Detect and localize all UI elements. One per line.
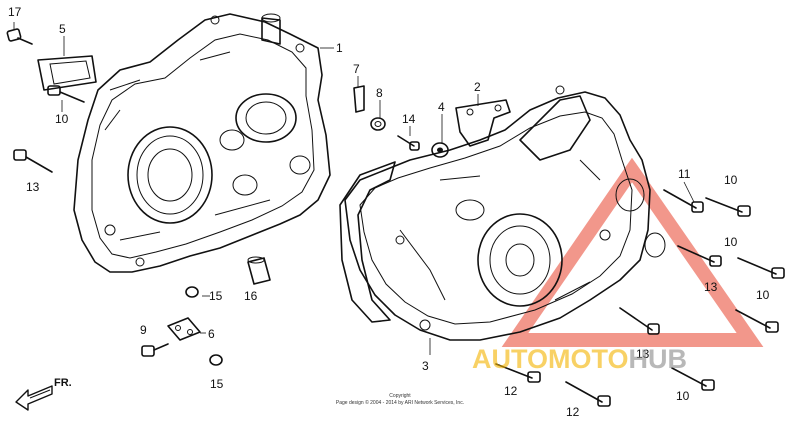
callout-10: 10 xyxy=(756,288,770,302)
callout-12: 12 xyxy=(566,405,580,419)
copyright-notice: Copyright Page design © 2004 - 2014 by A… xyxy=(336,393,464,406)
bolt-13-left xyxy=(13,149,53,173)
callout-14: 14 xyxy=(402,112,416,126)
watermark-hub: HUB xyxy=(629,344,688,374)
callout-16: 16 xyxy=(244,289,258,303)
callout-4: 4 xyxy=(438,100,445,114)
bolt-11 xyxy=(663,189,704,213)
bolt-10-right-1 xyxy=(705,197,751,217)
callout-12: 12 xyxy=(504,384,518,398)
callout-15: 15 xyxy=(210,377,224,391)
plate-6 xyxy=(167,317,201,341)
bolt-12-right xyxy=(565,381,611,407)
watermark-auto: AUTO xyxy=(472,344,548,374)
callout-13: 13 xyxy=(636,347,650,361)
callout-7: 7 xyxy=(353,62,360,76)
callout-15: 15 xyxy=(209,289,223,303)
copyright-line-2: Page design © 2004 - 2014 by ARI Network… xyxy=(336,399,464,406)
watermark-logo-text: AUTOMOTOHUB xyxy=(472,344,687,374)
svg-text:AUTOMOTOHUB: AUTOMOTOHUB xyxy=(472,344,687,374)
washer-8 xyxy=(370,117,386,131)
callout-1: 1 xyxy=(336,41,343,55)
callout-3: 3 xyxy=(422,359,429,373)
bolt-10-left xyxy=(47,85,85,103)
copyright-line-1: Copyright xyxy=(389,393,411,399)
bolt-13-right-1 xyxy=(677,245,722,267)
callout-8: 8 xyxy=(376,86,383,100)
o-ring-15-bottom xyxy=(209,354,223,366)
callout-10: 10 xyxy=(55,112,69,126)
bolt-14 xyxy=(397,135,420,151)
dowel-16 xyxy=(247,256,271,285)
bolt-12-left xyxy=(495,363,541,383)
callout-17: 17 xyxy=(8,5,22,19)
o-ring-15-top xyxy=(185,286,199,298)
bolt-10-bottom xyxy=(671,367,715,391)
callout-13: 13 xyxy=(704,280,718,294)
bolt-17 xyxy=(6,28,33,45)
bolt-13-right-2 xyxy=(619,307,660,335)
left-crankcase xyxy=(73,13,331,273)
bolt-10-right-3 xyxy=(735,309,779,333)
front-label: FR. xyxy=(54,377,72,389)
callout-6: 6 xyxy=(208,327,215,341)
washer-4 xyxy=(431,142,449,158)
arrow-left-icon xyxy=(15,385,53,411)
bracket-part-2 xyxy=(455,99,511,147)
callout-10: 10 xyxy=(724,173,738,187)
front-direction-indicator: FR. xyxy=(15,377,72,411)
callout-10: 10 xyxy=(724,235,738,249)
watermark-logo-triangle xyxy=(501,157,764,347)
callout-10: 10 xyxy=(676,389,690,403)
callout-9: 9 xyxy=(140,323,147,337)
watermark-moto: MOTO xyxy=(548,344,629,374)
gasket xyxy=(339,161,396,323)
bolt-9 xyxy=(141,343,169,357)
callout-11: 11 xyxy=(678,167,691,181)
callout-13: 13 xyxy=(26,180,40,194)
bolt-10-right-2 xyxy=(737,257,785,279)
strainer-screen-5 xyxy=(37,55,97,91)
leader-lines xyxy=(13,22,695,355)
right-crankcase xyxy=(344,85,666,341)
callout-labels: 17 5 1 10 13 7 8 2 14 4 11 10 10 13 10 1… xyxy=(8,5,770,419)
clip-7 xyxy=(353,85,365,113)
callout-2: 2 xyxy=(474,80,481,94)
callout-5: 5 xyxy=(59,22,66,36)
